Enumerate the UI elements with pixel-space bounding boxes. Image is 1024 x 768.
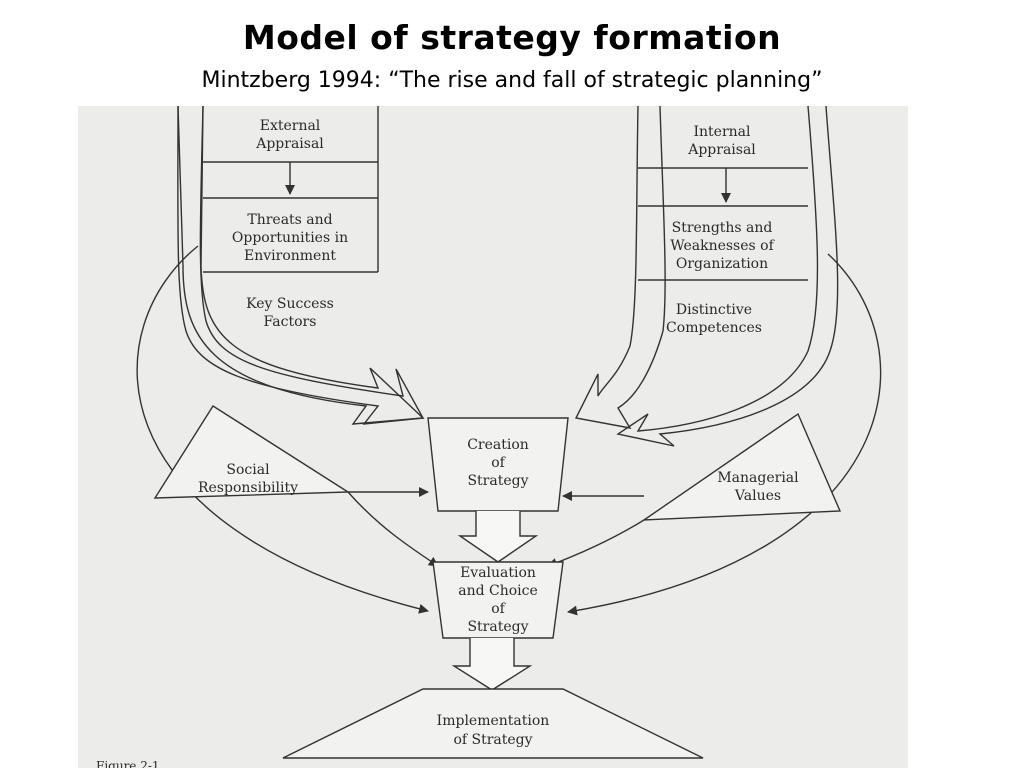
external-appraisal-line-2: Appraisal (255, 136, 324, 152)
threats-line-3: Environment (244, 248, 336, 264)
evaluation-line-4: Strategy (467, 619, 528, 635)
values-to-evaluation-arrow (547, 519, 645, 568)
internal-appraisal-line-1: Internal (694, 124, 752, 140)
evaluation-to-implementation-block-arrow (451, 638, 533, 691)
social-responsibility-triangle (153, 405, 351, 499)
implementation-line-2: of Strategy (453, 732, 532, 748)
left-funnel-body (177, 106, 425, 425)
implementation-line-1: Implementation (437, 713, 550, 729)
key-success-line-2: Factors (264, 314, 317, 330)
creation-to-evaluation-block-arrow (457, 511, 539, 563)
evaluation-line-1: Evaluation (460, 565, 536, 581)
strengths-line-3: Organization (676, 256, 768, 272)
social-to-evaluation-arrow (347, 491, 439, 567)
figure-caption-fragment: Figure 2-1 (96, 759, 160, 768)
evaluation-box (432, 561, 564, 639)
page-title: Model of strategy formation (242, 18, 782, 57)
values-line-2: Values (734, 488, 781, 504)
diagram-canvas: External Appraisal Threats and Opportuni… (96, 106, 882, 768)
creation-line-1: Creation (467, 437, 529, 453)
managerial-values-triangle (641, 412, 842, 521)
evaluation-line-3: of (491, 601, 506, 617)
external-funnel-outline (178, 106, 423, 424)
values-line-1: Managerial (717, 470, 799, 486)
creation-line-2: of (491, 455, 506, 471)
strategy-formation-diagram: External Appraisal Threats and Opportuni… (78, 106, 908, 768)
strengths-line-2: Weaknesses of (670, 238, 775, 254)
left-outer-curve (136, 245, 429, 614)
threats-line-2: Opportunities in (232, 230, 348, 246)
right-outer-curve (567, 253, 882, 616)
distinctive-line-2: Competences (666, 320, 762, 336)
page-subtitle: Mintzberg 1994: “The rise and fall of st… (201, 68, 823, 93)
threats-line-1: Threats and (247, 212, 332, 228)
external-appraisal-line-1: External (260, 118, 321, 134)
right-funnel-body (616, 106, 839, 447)
social-line-1: Social (226, 462, 270, 478)
right-funnel-inner-edge (574, 106, 666, 429)
implementation-shape (282, 688, 704, 759)
key-success-line-1: Key Success (246, 296, 334, 312)
creation-box (427, 417, 569, 512)
distinctive-line-1: Distinctive (676, 302, 752, 318)
evaluation-line-2: and Choice (458, 583, 538, 599)
internal-appraisal-line-2: Appraisal (687, 142, 756, 158)
social-line-2: Responsibility (198, 480, 298, 496)
creation-line-3: Strategy (467, 473, 528, 489)
external-funnel (177, 106, 425, 425)
strengths-line-1: Strengths and (672, 220, 773, 236)
